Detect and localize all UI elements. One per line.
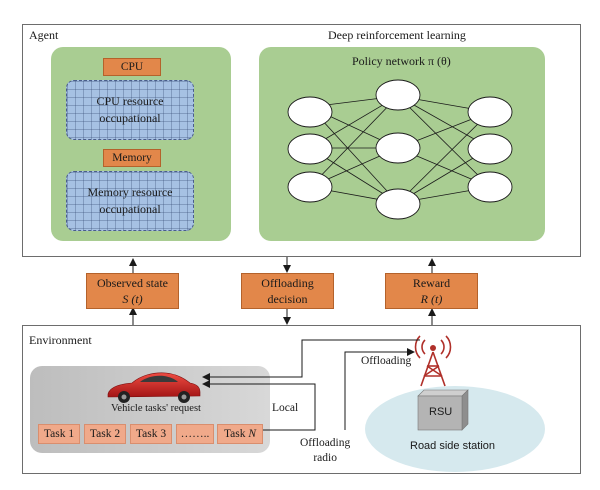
radio-tower-icon xyxy=(414,335,452,387)
input-node-3 xyxy=(287,171,333,203)
task-chip-ellipsis: …….. xyxy=(176,424,214,444)
agent-title: Agent xyxy=(29,28,59,42)
road-side-station-label: Road side station xyxy=(410,440,495,452)
network-nodes xyxy=(287,79,513,220)
observed-state-text: Observed state xyxy=(97,276,168,290)
reward-text: Reward xyxy=(412,276,451,290)
hidden-node-2 xyxy=(375,132,421,164)
task-chip-3: Task 3 xyxy=(130,424,172,444)
offloading-uplink-line xyxy=(344,348,415,430)
offloading-radio-label: Offloading radio xyxy=(300,437,351,464)
task-chip-n: Task N xyxy=(217,424,263,444)
reward-symbol: R (t) xyxy=(420,292,443,306)
policy-network-label: Policy network π (θ) xyxy=(352,54,451,68)
environment-title: Environment xyxy=(29,333,92,347)
hidden-node-3 xyxy=(375,188,421,220)
observed-state-box: Observed state S (t) xyxy=(86,273,179,309)
observed-state-symbol: S (t) xyxy=(122,292,143,306)
cpu-resource-box: CPU resource occupational xyxy=(66,80,194,140)
hidden-node-1 xyxy=(375,79,421,111)
task-chip-1: Task 1 xyxy=(38,424,80,444)
memory-label: Memory xyxy=(103,149,161,167)
task-chip-n-text: Task N xyxy=(223,428,257,440)
offloading-decision-line1: Offloading xyxy=(261,276,314,290)
offloading-decision-line2: decision xyxy=(267,292,308,306)
output-node-1 xyxy=(467,96,513,128)
memory-resource-text: Memory resource occupational xyxy=(87,185,173,216)
local-label: Local xyxy=(272,402,299,414)
task-chip-2: Task 2 xyxy=(84,424,126,444)
output-node-2 xyxy=(467,133,513,165)
task-n-symbol: N xyxy=(248,428,257,440)
offloading-decision-box: Offloading decision xyxy=(241,273,334,309)
output-node-3 xyxy=(467,171,513,203)
tower-antenna-tip xyxy=(430,345,436,351)
input-node-2 xyxy=(287,133,333,165)
cpu-resource-text: CPU resource occupational xyxy=(96,94,164,125)
input-node-1 xyxy=(287,96,333,128)
local-loop-line xyxy=(202,380,316,431)
vehicle-icon xyxy=(107,372,201,403)
rsu-box-icon xyxy=(417,389,469,431)
offloading-downlink-line xyxy=(202,339,420,381)
memory-resource-box: Memory resource occupational xyxy=(66,171,194,231)
vehicle-caption: Vehicle tasks' request xyxy=(111,403,201,414)
reward-box: Reward R (t) xyxy=(385,273,478,309)
offloading-label: Offloading xyxy=(361,355,412,367)
rsu-label: RSU xyxy=(429,406,453,418)
drl-title: Deep reinforcement learning xyxy=(328,28,466,42)
cpu-label: CPU xyxy=(103,58,161,76)
